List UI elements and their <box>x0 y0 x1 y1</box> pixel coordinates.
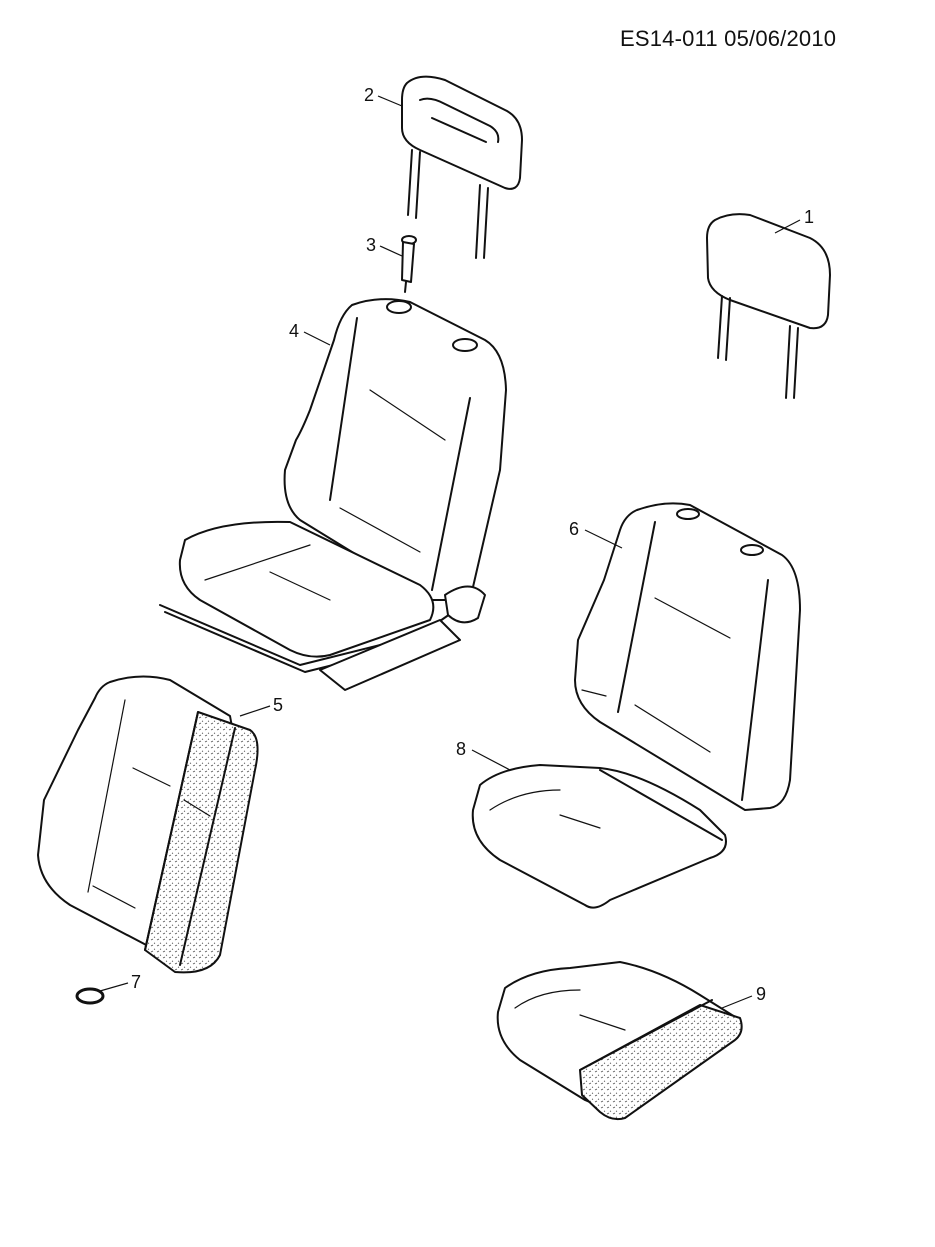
callout-5-label: 5 <box>273 695 283 715</box>
callout-8: 8 <box>456 739 511 771</box>
callout-2: 2 <box>364 85 403 107</box>
callout-2-label: 2 <box>364 85 374 105</box>
callout-8-label: 8 <box>456 739 466 759</box>
callout-9-label: 9 <box>756 984 766 1004</box>
callout-7-label: 7 <box>131 972 141 992</box>
part-7-clip-ring <box>75 987 105 1005</box>
callout-3: 3 <box>366 235 403 257</box>
callout-7: 7 <box>99 972 141 992</box>
callout-5: 5 <box>239 695 283 717</box>
part-9-cushion-pad <box>496 961 743 1121</box>
callout-3-label: 3 <box>366 235 376 255</box>
callout-9: 9 <box>721 984 766 1009</box>
part-1-headrest <box>706 213 831 399</box>
callout-4-label: 4 <box>289 321 299 341</box>
callout-1: 1 <box>774 207 814 234</box>
part-5-backrest-pad <box>37 675 259 974</box>
callout-1-label: 1 <box>804 207 814 227</box>
callout-6-label: 6 <box>569 519 579 539</box>
callout-6: 6 <box>569 519 623 549</box>
part-4-seat-assembly <box>159 298 507 691</box>
drawing-code: ES14-011 05/06/2010 <box>620 26 837 51</box>
callout-4: 4 <box>289 321 331 346</box>
part-6-backrest-cover <box>574 502 801 811</box>
part-8-cushion-cover <box>471 764 727 909</box>
part-3-guide-sleeve <box>401 235 417 293</box>
part-2-headrest <box>401 75 523 259</box>
